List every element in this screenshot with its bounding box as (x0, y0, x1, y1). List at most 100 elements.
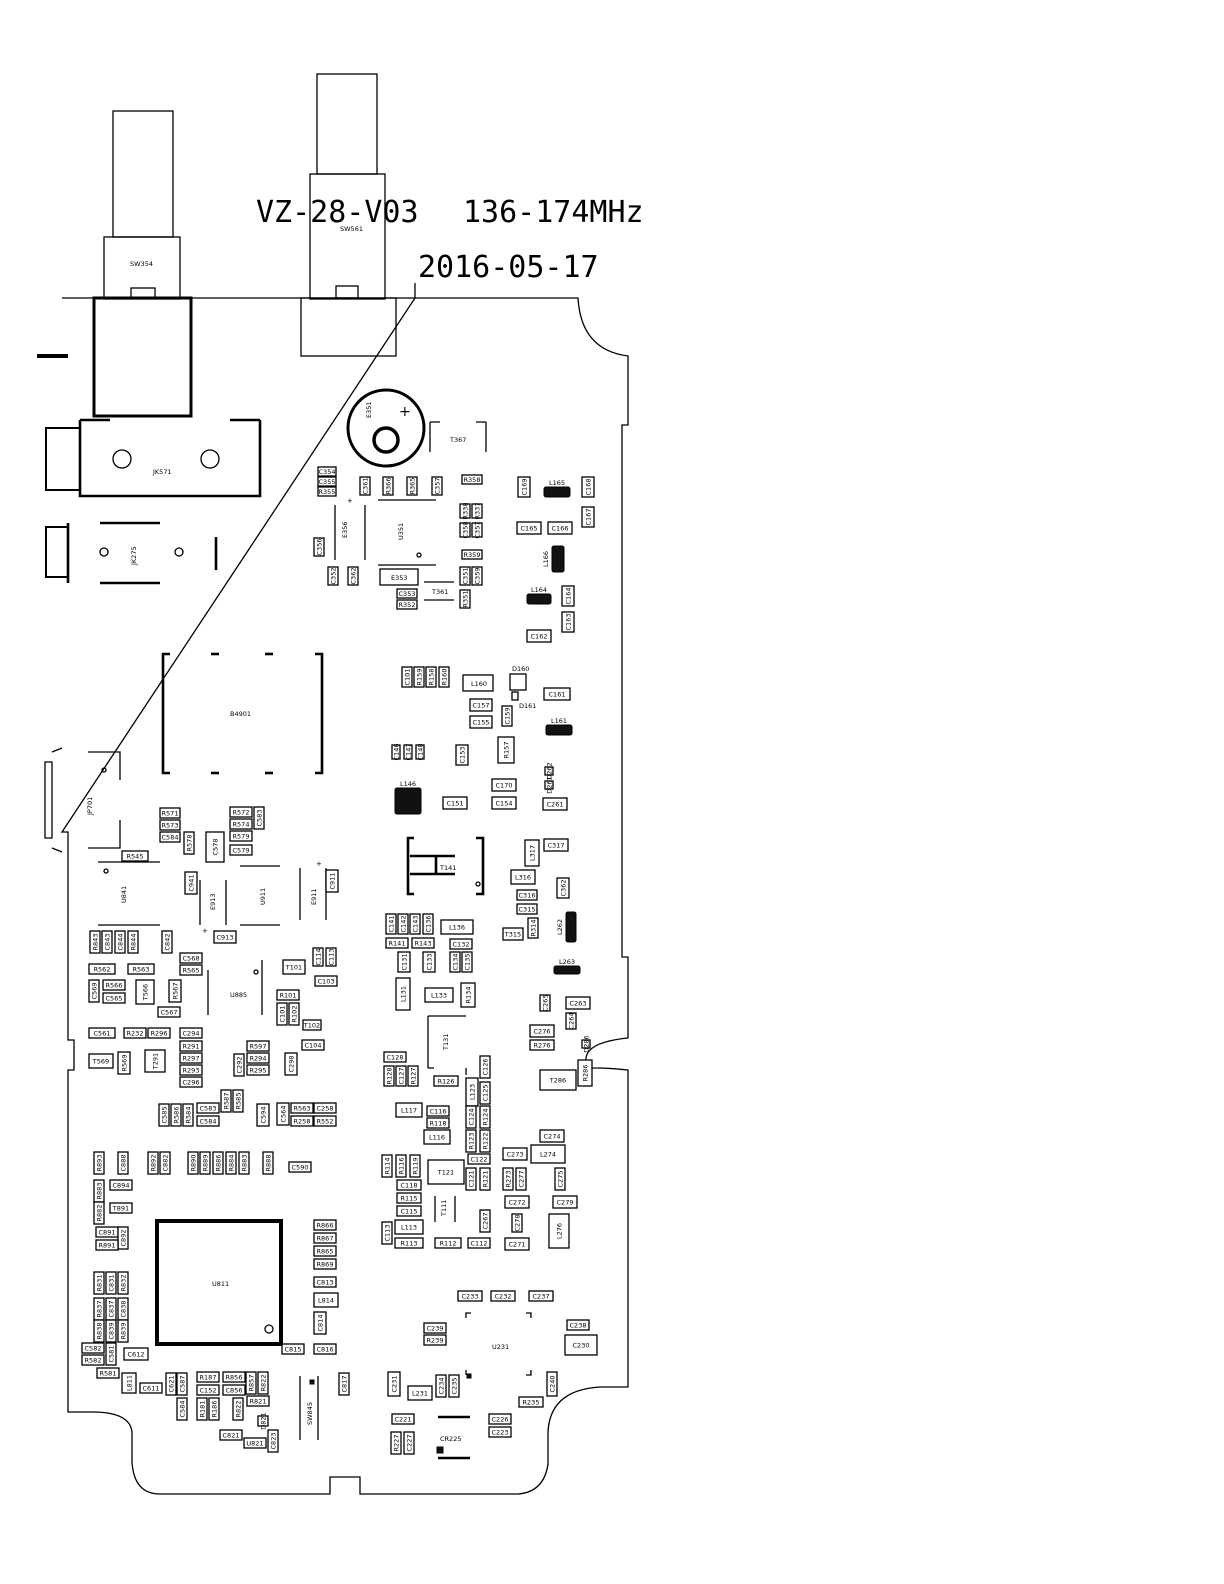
component-r273-114: R273 (502, 1167, 514, 1191)
component-r160-32: R160 (438, 666, 450, 688)
component-label: R884 (227, 1155, 235, 1172)
component-label: C275 (556, 1171, 564, 1188)
component-label: C154 (496, 799, 513, 807)
component-label: R563 (133, 965, 150, 973)
part-t361: T361 (424, 581, 454, 601)
component-label: R293 (183, 1066, 200, 1074)
component-pad (243, 1437, 267, 1449)
component-pad (511, 1213, 523, 1233)
component-pad (395, 1102, 423, 1118)
component-l116-90: L116 (423, 1129, 451, 1145)
component-label: R582 (85, 1356, 102, 1364)
component-label: T102 (303, 1021, 320, 1029)
transformer-t141: T141 (406, 836, 485, 896)
component-pad (313, 1102, 337, 1114)
d161-label: D161 (519, 702, 536, 710)
component-label: C279 (557, 1198, 574, 1206)
component-label: R839 (119, 1323, 127, 1340)
component-c231-129: C231 (387, 1371, 401, 1397)
component-label: R276 (534, 1041, 551, 1049)
component-pad (213, 930, 237, 944)
component-l133-69: L133 (424, 987, 454, 1003)
component-c141-56: C141 (385, 913, 397, 935)
component-pad (460, 982, 476, 1008)
component-l113-105: L113 (394, 1219, 424, 1235)
component-pad (504, 1195, 530, 1209)
component-pad (313, 1343, 337, 1355)
component-l117-87: L117 (395, 1102, 423, 1118)
component-c237-124: C237 (528, 1290, 554, 1302)
component-label: R888 (264, 1155, 272, 1172)
component-label: L814 (318, 1296, 334, 1304)
component-c585-194: C585 (158, 1103, 170, 1127)
component-label: C583 (200, 1104, 217, 1112)
component-pad (179, 1052, 203, 1064)
component-label: C891 (99, 1228, 116, 1236)
component-pad (459, 589, 471, 609)
component-r134-70: R134 (460, 982, 476, 1008)
component-label: C583 (255, 810, 263, 827)
component-label: C135 (463, 954, 471, 971)
component-pad (170, 1103, 182, 1127)
component-label: C838 (119, 1301, 127, 1318)
component-pad (121, 1372, 137, 1394)
component-pad (184, 871, 198, 895)
component-pad (147, 1027, 171, 1039)
component-c238-127: C238 (566, 1319, 590, 1331)
component-pad (528, 1290, 554, 1302)
component-label: C125 (481, 1085, 489, 1102)
component-pad (394, 1219, 424, 1235)
u885-label: U885 (230, 991, 247, 999)
component-label: R571 (162, 809, 179, 817)
component-c590-217: C590 (288, 1161, 312, 1173)
component-c279-118: C279 (552, 1195, 578, 1209)
part-e911: E911 + (299, 860, 327, 920)
component-label: R258 (294, 1117, 311, 1125)
component-label: C235 (450, 1378, 458, 1395)
diode-cr225: CR225 (436, 1415, 470, 1460)
component-r571-140: R571 (159, 807, 181, 819)
component-pad (539, 1129, 565, 1143)
inductor-body (553, 965, 581, 975)
component-label: R126 (438, 1077, 455, 1085)
component-c813-229: C813 (313, 1276, 337, 1288)
component-label: R587 (222, 1093, 230, 1110)
component-c583-148: C583 (253, 806, 265, 830)
component-pad (312, 947, 324, 967)
component-pad (524, 839, 540, 867)
component-label: R578 (185, 835, 193, 852)
component-pad (256, 1103, 270, 1127)
component-c292-189: C292 (233, 1053, 245, 1077)
component-pad (338, 1372, 350, 1396)
component-pad (88, 963, 116, 975)
component-pad (502, 1167, 514, 1191)
component-pad (516, 521, 542, 535)
component-label: R565 (183, 966, 200, 974)
component-pad (114, 930, 126, 954)
component-c816-233: C816 (313, 1343, 337, 1355)
component-pad (425, 666, 437, 688)
component-r232-179: R232 (123, 1027, 147, 1039)
component-r597-190: R597 (246, 1040, 270, 1052)
component-c352-18: C352 (327, 566, 339, 586)
component-label: C263 (570, 999, 587, 1007)
component-c115-104: C115 (396, 1205, 422, 1217)
component-l317-48: L317 (524, 839, 540, 867)
component-r116-97: R116 (395, 1154, 407, 1178)
component-r573-141: R573 (159, 819, 181, 831)
component-label: C170 (496, 781, 513, 789)
component-pad (539, 1069, 577, 1091)
component-c913-152: C913 (213, 930, 237, 944)
component-c101-29: C101 (401, 666, 413, 688)
component-pad (159, 831, 181, 843)
component-pad (117, 1151, 129, 1175)
component-pad (449, 951, 461, 973)
component-r822-259: R822 (232, 1397, 244, 1421)
component-pad (347, 566, 359, 586)
component-label: C569 (90, 983, 98, 1000)
component-pad (431, 476, 443, 496)
component-c569-163: C569 (88, 979, 100, 1003)
component-label: C258 (317, 1104, 334, 1112)
component-pad (529, 1039, 555, 1051)
component-pad (359, 476, 371, 496)
